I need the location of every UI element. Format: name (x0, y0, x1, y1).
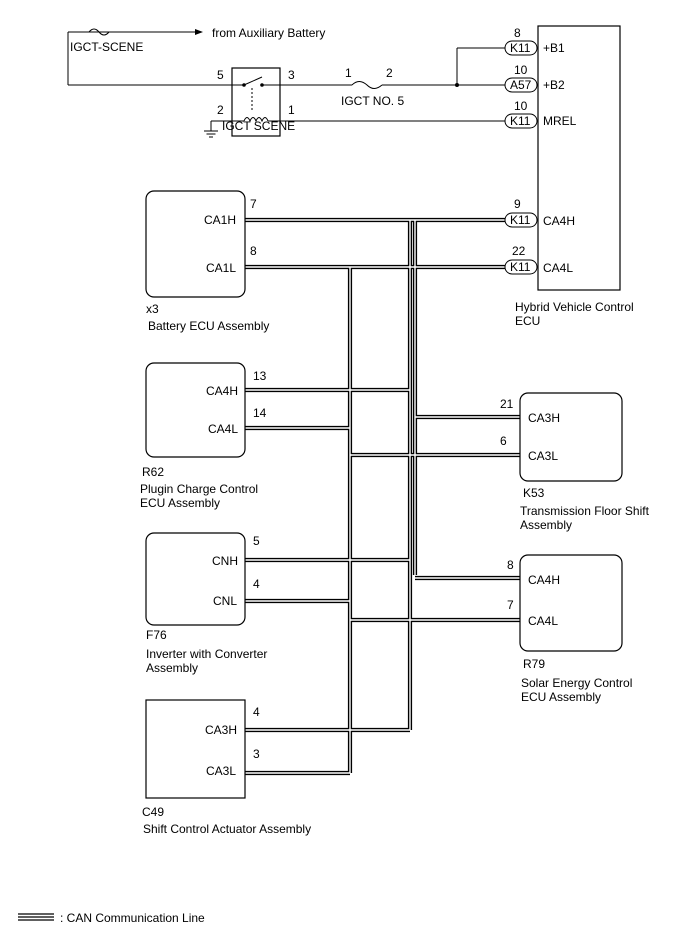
relay-label: IGCT SCENE (222, 119, 295, 133)
pin-number-hi: 5 (253, 534, 260, 548)
component-name-2: ECU Assembly (140, 496, 220, 510)
component-name: Solar Energy Control (521, 676, 632, 690)
pin-number-lo: 14 (253, 406, 267, 420)
component-name: Transmission Floor Shift (520, 504, 650, 518)
pin-name-lo: CA1L (206, 261, 236, 275)
pin-number: 8 (514, 26, 521, 40)
inverter-with-converter: CNH CNL 5 4 F76 Inverter with Converter … (145, 532, 267, 675)
power-supply-section: IGCT-SCENE from Auxiliary Battery IGCT S… (67, 26, 505, 138)
arrow-left-icon (195, 29, 203, 35)
pin-name-hi: CA4H (206, 384, 238, 398)
pin-number-hi: 13 (253, 369, 267, 383)
pin-number-hi: 21 (500, 397, 514, 411)
component-code: R79 (523, 657, 545, 671)
shift-control-actuator: CA3H CA3L 4 3 C49 Shift Control Actuator… (142, 699, 311, 836)
hv-pin-b2: A57 10 +B2 (504, 63, 565, 93)
pin-number-lo: 6 (500, 434, 507, 448)
pin-number-lo: 3 (253, 747, 260, 761)
pin-number: 22 (512, 244, 526, 258)
igct-scene-fuse-symbol (88, 28, 110, 36)
pin-number: 10 (514, 63, 528, 77)
battery-ecu-box (145, 190, 246, 298)
hv-ecu-box (537, 25, 621, 291)
pin-name-hi: CA3H (528, 411, 560, 425)
component-name-2: Assembly (146, 661, 198, 675)
hv-ecu-title-2: ECU (515, 314, 540, 328)
relay-switch-contact (243, 76, 263, 86)
pin-name-lo: CNL (213, 594, 237, 608)
pin-name-hi: CA1H (204, 213, 236, 227)
pin-name-lo: CA4L (528, 614, 558, 628)
component-code: R62 (142, 465, 164, 479)
hv-can-pins: K11 9 CA4H K11 22 CA4L (504, 197, 575, 275)
component-code: K53 (523, 486, 545, 500)
connector-label: K11 (510, 260, 531, 274)
pin-name-lo: CA3L (528, 449, 558, 463)
transmission-box (519, 392, 623, 482)
hv-pin-mrel: K11 10 MREL (504, 99, 577, 129)
connector-label: K11 (510, 41, 531, 55)
connector-label: A57 (510, 78, 532, 92)
relay-pin-1: 1 (288, 103, 295, 117)
component-code: F76 (146, 628, 167, 642)
component-code: C49 (142, 805, 164, 819)
battery-ecu-assembly: CA1H CA1L 7 8 x3 Battery ECU Assembly (145, 190, 269, 333)
component-name: Inverter with Converter (146, 647, 267, 661)
pin-name-hi: CA4H (528, 573, 560, 587)
pin-number-lo: 7 (507, 598, 514, 612)
hv-ecu-title: Hybrid Vehicle Control (515, 300, 634, 314)
component-name: Plugin Charge Control (140, 482, 258, 496)
relay-coil-icon (243, 117, 269, 123)
from-aux-battery-label: from Auxiliary Battery (212, 26, 325, 40)
pin-name: MREL (543, 114, 577, 128)
plugin-charge-control-ecu: CA4H CA4L 13 14 R62 Plugin Charge Contro… (140, 362, 267, 510)
relay-pin-5: 5 (217, 68, 224, 82)
pin-number: 9 (514, 197, 521, 211)
fuse-pin-1: 1 (345, 66, 352, 80)
pin-name-hi: CA3H (205, 723, 237, 737)
pin-number-hi: 8 (507, 558, 514, 572)
hv-pin-ca4h: K11 9 CA4H (504, 197, 575, 228)
pin-number-hi: 4 (253, 705, 260, 719)
component-name: Shift Control Actuator Assembly (143, 822, 311, 836)
hv-pin-ca4l: K11 22 CA4L (504, 244, 573, 275)
igct-no5-fuse-label: IGCT NO. 5 (341, 94, 404, 108)
pin-number-hi: 7 (250, 197, 257, 211)
pin-name: CA4H (543, 214, 575, 228)
component-name: Battery ECU Assembly (148, 319, 269, 333)
pin-name: +B1 (543, 41, 565, 55)
solar-ecu-box (519, 554, 623, 652)
relay-pin-3: 3 (288, 68, 295, 82)
shift-actuator-box (145, 699, 246, 799)
igct-no5-fuse-symbol (351, 81, 383, 89)
pin-name-lo: CA3L (206, 764, 236, 778)
igct-scene-fuse-label: IGCT-SCENE (70, 40, 143, 54)
pin-name: +B2 (543, 78, 565, 92)
fuse-pin-2: 2 (386, 66, 393, 80)
plugin-ecu-box (145, 362, 246, 458)
pin-name: CA4L (543, 261, 573, 275)
can-bus-lines (245, 217, 520, 776)
connector-label: K11 (510, 213, 531, 227)
pin-number-lo: 8 (250, 244, 257, 258)
component-name-2: Assembly (520, 518, 572, 532)
relay-pin-2: 2 (217, 103, 224, 117)
pin-number-lo: 4 (253, 577, 260, 591)
pin-name-hi: CNH (212, 554, 238, 568)
pin-name-lo: CA4L (208, 422, 238, 436)
inverter-box (145, 532, 246, 626)
transmission-floor-shift: CA3H CA3L 21 6 K53 Transmission Floor Sh… (500, 392, 650, 532)
hybrid-vehicle-control-ecu: Hybrid Vehicle Control ECU K11 8 +B1 A57… (504, 25, 634, 328)
connector-label: K11 (510, 114, 531, 128)
component-name-2: ECU Assembly (521, 690, 601, 704)
solar-energy-control-ecu: CA4H CA4L 8 7 R79 Solar Energy Control E… (507, 554, 632, 704)
can-legend-label: : CAN Communication Line (60, 911, 205, 925)
legend: : CAN Communication Line (18, 911, 205, 925)
hv-pin-b1: K11 8 +B1 (504, 26, 565, 56)
component-code: x3 (146, 302, 159, 316)
pin-number: 10 (514, 99, 528, 113)
